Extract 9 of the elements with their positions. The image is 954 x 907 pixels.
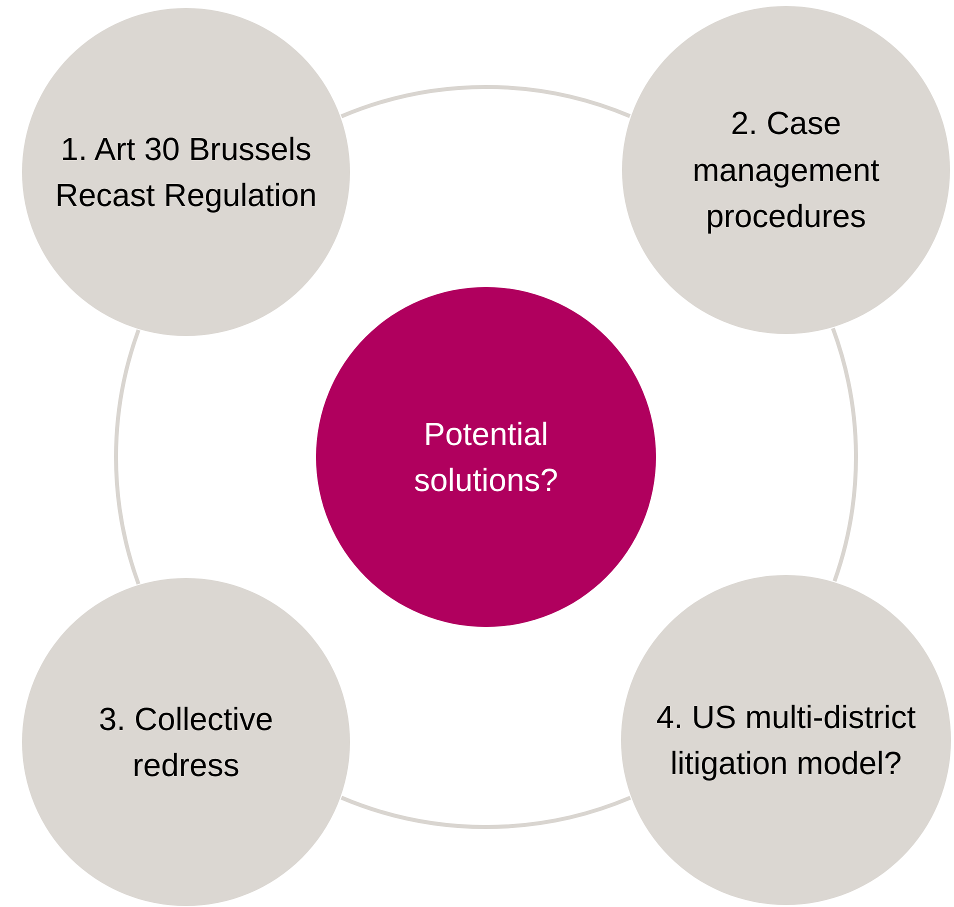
node-label: Potential solutions? [412, 414, 560, 500]
ring-arc [340, 86, 631, 118]
ring-arc [340, 796, 631, 828]
ring-arc [114, 329, 140, 585]
node-label: 3. Collective redress [98, 700, 274, 785]
node-label: 1. Art 30 Brussels Recast Regulation [54, 130, 318, 215]
node-label: 2. Case management procedures [692, 104, 880, 236]
ring-arc [830, 328, 858, 582]
node-label: 4. US multi-district litigation model? [655, 698, 917, 783]
